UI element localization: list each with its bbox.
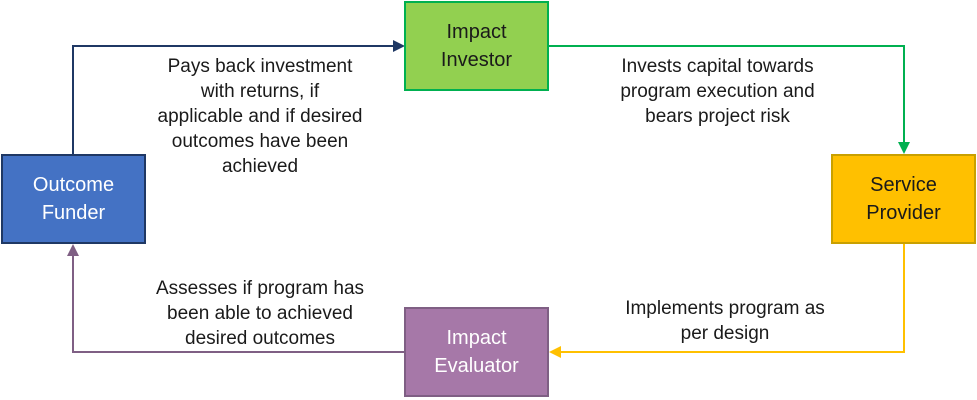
outcome-funder-node: Outcome Funder xyxy=(1,154,146,244)
connector-funder-to-investor xyxy=(72,45,396,154)
impact-evaluator-node: Impact Evaluator xyxy=(404,307,549,397)
impact-investor-label: Impact Investor xyxy=(440,21,513,71)
arrowhead-to-evaluator xyxy=(549,346,561,358)
connector-investor-to-provider xyxy=(549,45,905,145)
service-provider-label: Service Provider xyxy=(866,174,941,224)
impact-investor-node: Impact Investor xyxy=(404,1,549,91)
edge-label-invests-capital: Invests capital towards program executio… xyxy=(620,56,815,127)
edge-label-assesses-outcomes: Assesses if program has been able to ach… xyxy=(155,278,365,349)
arrowhead-to-investor xyxy=(393,40,405,52)
impact-evaluator-label: Impact Evaluator xyxy=(434,327,519,377)
arrowhead-to-funder xyxy=(67,244,79,256)
outcome-funder-label: Outcome Funder xyxy=(32,174,115,224)
connector-evaluator-to-funder xyxy=(72,253,404,353)
edge-label-pays-back: Pays back investment with returns, if ap… xyxy=(157,56,363,177)
edge-label-implements-program: Implements program as per design xyxy=(625,298,825,344)
arrowhead-to-provider xyxy=(898,142,910,154)
connector-provider-to-evaluator xyxy=(558,244,905,353)
service-provider-node: Service Provider xyxy=(831,154,976,244)
